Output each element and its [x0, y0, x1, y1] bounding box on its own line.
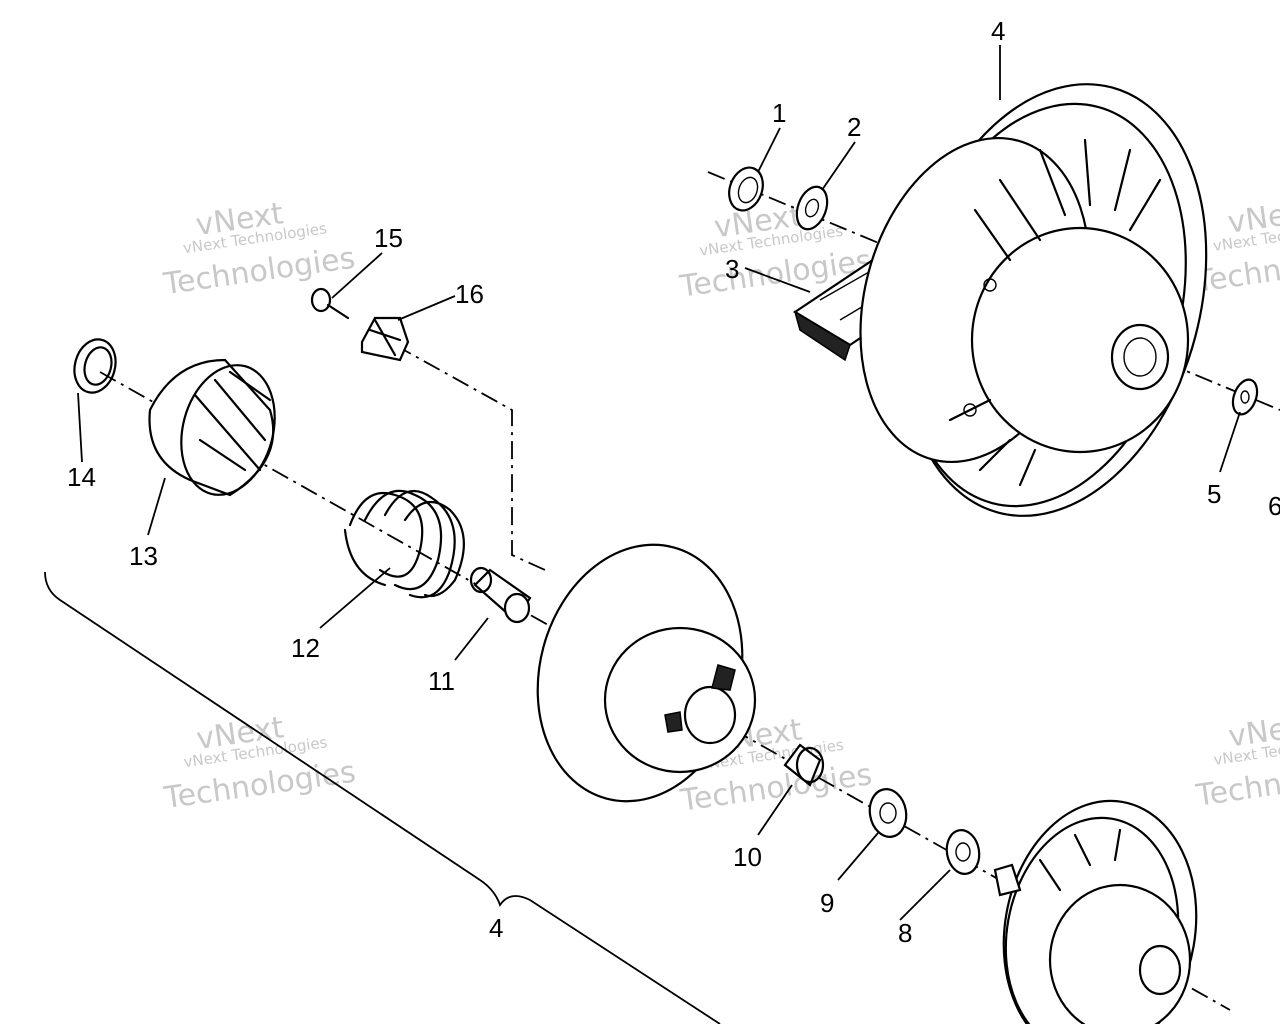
callout-6: 6 — [1268, 491, 1280, 521]
part-8-washer — [945, 829, 981, 875]
part-9-washer — [868, 788, 908, 838]
fixed-sheave-lower — [993, 799, 1198, 1024]
callout-13: 13 — [129, 541, 158, 571]
callout-9: 9 — [820, 888, 834, 918]
part-4-driven-clutch — [859, 83, 1208, 517]
callout-2: 2 — [847, 112, 861, 142]
callout-1: 1 — [772, 98, 786, 128]
assembly-brace — [44, 571, 721, 1024]
watermark-bottom-left: vNext vNext Technologies Technologies — [161, 710, 358, 816]
callout-3: 3 — [725, 254, 739, 284]
callout-5: 5 — [1207, 479, 1221, 509]
part-13-helix-cam — [148, 358, 276, 497]
watermark-bottom-right: vNext vNext Technologies Technologies — [1193, 708, 1280, 814]
callout-14: 14 — [67, 462, 96, 492]
centerline-weight-path — [394, 344, 546, 571]
callout-4-top: 4 — [991, 16, 1005, 46]
part-10-bearing — [783, 743, 825, 787]
part-11-bushing — [469, 566, 532, 624]
callout-labels: 1 2 3 4 5 6 8 9 10 11 12 13 14 15 16 4 — [67, 16, 1280, 948]
callout-12: 12 — [291, 633, 320, 663]
part-15-screw — [310, 287, 350, 320]
part-5-washer — [1231, 378, 1259, 416]
callout-11: 11 — [428, 666, 455, 696]
part-12-spring — [343, 489, 465, 599]
part-2-washer — [795, 185, 829, 231]
part-4-moving-sheave — [536, 543, 757, 803]
callout-16: 16 — [455, 279, 484, 309]
part-16-shoe — [360, 316, 410, 362]
callout-15: 15 — [374, 223, 403, 253]
callout-10: 10 — [733, 842, 762, 872]
leader-lines — [77, 45, 1241, 921]
part-14-snap-ring — [73, 338, 117, 394]
watermark-top-left: vNext vNext Technologies Technologies — [161, 196, 358, 302]
callout-4-bottom: 4 — [489, 913, 503, 943]
part-1-seal — [728, 166, 764, 212]
callout-8: 8 — [898, 918, 912, 948]
